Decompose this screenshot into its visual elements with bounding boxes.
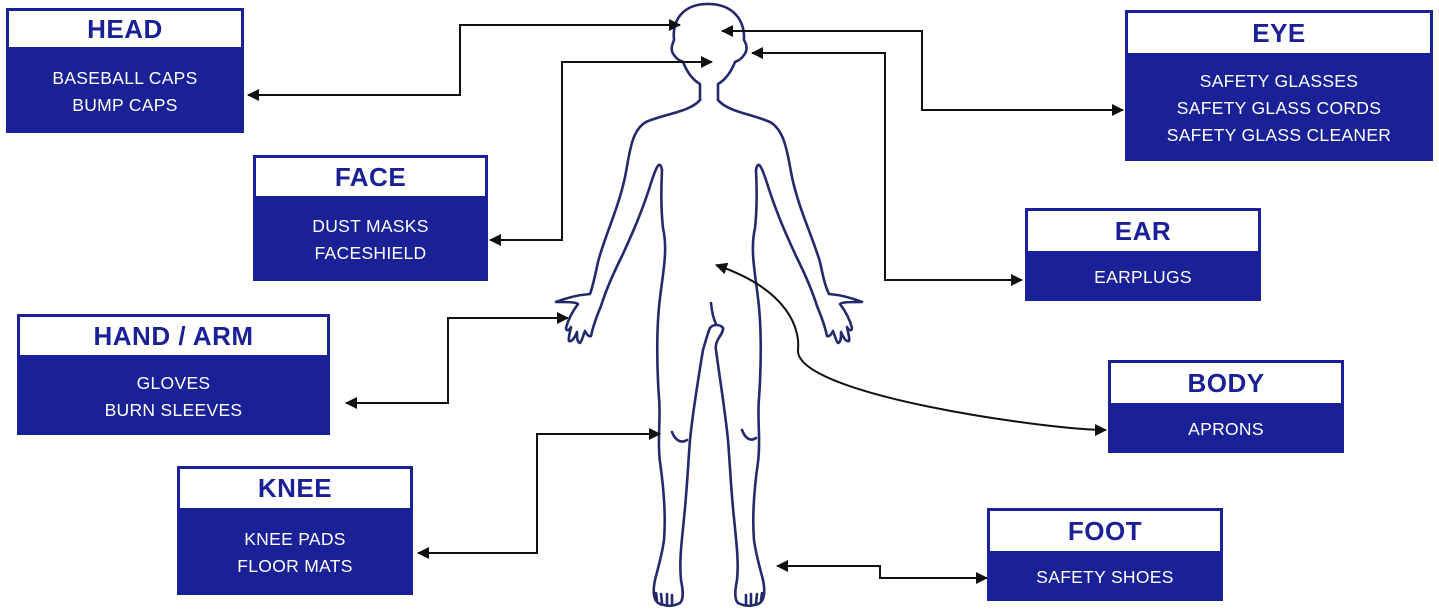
- arrow-ear: [751, 47, 1023, 286]
- arrow-hand: [345, 312, 569, 409]
- item-faceshield: FACESHIELD: [314, 243, 427, 263]
- panel-head: HEAD BASEBALL CAPS BUMP CAPS: [6, 8, 244, 133]
- panel-title-knee: KNEE: [177, 466, 413, 511]
- panel-knee: KNEE KNEE PADS FLOOR MATS: [177, 466, 413, 595]
- panel-items-foot: SAFETY SHOES: [987, 554, 1223, 601]
- panel-title-head: HEAD: [6, 8, 244, 50]
- panel-title-body: BODY: [1108, 360, 1344, 406]
- item-knee-pads: KNEE PADS: [244, 529, 346, 549]
- item-aprons: APRONS: [1188, 419, 1264, 439]
- panel-eye: EYE SAFETY GLASSES SAFETY GLASS CORDS SA…: [1125, 10, 1433, 161]
- arrow-eye: [721, 25, 1124, 116]
- arrow-face: [489, 56, 713, 246]
- panel-face: FACE DUST MASKS FACESHIELD: [253, 155, 488, 281]
- panel-title-eye: EYE: [1125, 10, 1433, 56]
- panel-hand-arm: HAND / ARM GLOVES BURN SLEEVES: [17, 314, 330, 435]
- item-burn-sleeves: BURN SLEEVES: [104, 399, 243, 420]
- panel-title-hand-arm: HAND / ARM: [17, 314, 330, 358]
- figure-left-torso: [652, 168, 712, 608]
- figure-knee-left: [670, 430, 689, 443]
- item-baseball-caps: BASEBALL CAPS: [52, 67, 198, 88]
- panel-items-eye: SAFETY GLASSES SAFETY GLASS CORDS SAFETY…: [1125, 56, 1433, 161]
- arrow-foot: [776, 560, 988, 584]
- panel-title-foot: FOOT: [987, 508, 1223, 554]
- item-dust-masks: DUST MASKS: [312, 216, 429, 236]
- panel-body: BODY APRONS: [1108, 360, 1344, 453]
- arrow-knee: [417, 428, 661, 559]
- panel-items-ear: EARPLUGS: [1025, 254, 1261, 301]
- item-safety-glass-cords: SAFETY GLASS CORDS: [1176, 98, 1382, 118]
- item-earplugs: EARPLUGS: [1094, 267, 1192, 287]
- panel-title-face: FACE: [253, 155, 488, 199]
- panel-items-hand-arm: GLOVES BURN SLEEVES: [17, 358, 330, 435]
- arrow-body: [715, 262, 1107, 436]
- item-gloves: GLOVES: [136, 372, 211, 393]
- panel-items-knee: KNEE PADS FLOOR MATS: [177, 511, 413, 595]
- figure-toes-right: [744, 591, 764, 606]
- arrow-head: [247, 19, 681, 101]
- item-safety-glasses: SAFETY GLASSES: [1199, 71, 1359, 91]
- panel-items-head: BASEBALL CAPS BUMP CAPS: [6, 50, 244, 133]
- panel-ear: EAR EARPLUGS: [1025, 208, 1261, 301]
- panel-items-body: APRONS: [1108, 406, 1344, 453]
- item-floor-mats: FLOOR MATS: [237, 556, 353, 576]
- panel-items-face: DUST MASKS FACESHIELD: [253, 199, 488, 281]
- panel-foot: FOOT SAFETY SHOES: [987, 508, 1223, 601]
- item-safety-glass-cleaner: SAFETY GLASS CLEANER: [1166, 125, 1392, 145]
- panel-title-ear: EAR: [1025, 208, 1261, 254]
- figure-toes-left: [654, 591, 674, 606]
- item-safety-shoes: SAFETY SHOES: [1036, 567, 1174, 587]
- item-bump-caps: BUMP CAPS: [72, 94, 178, 115]
